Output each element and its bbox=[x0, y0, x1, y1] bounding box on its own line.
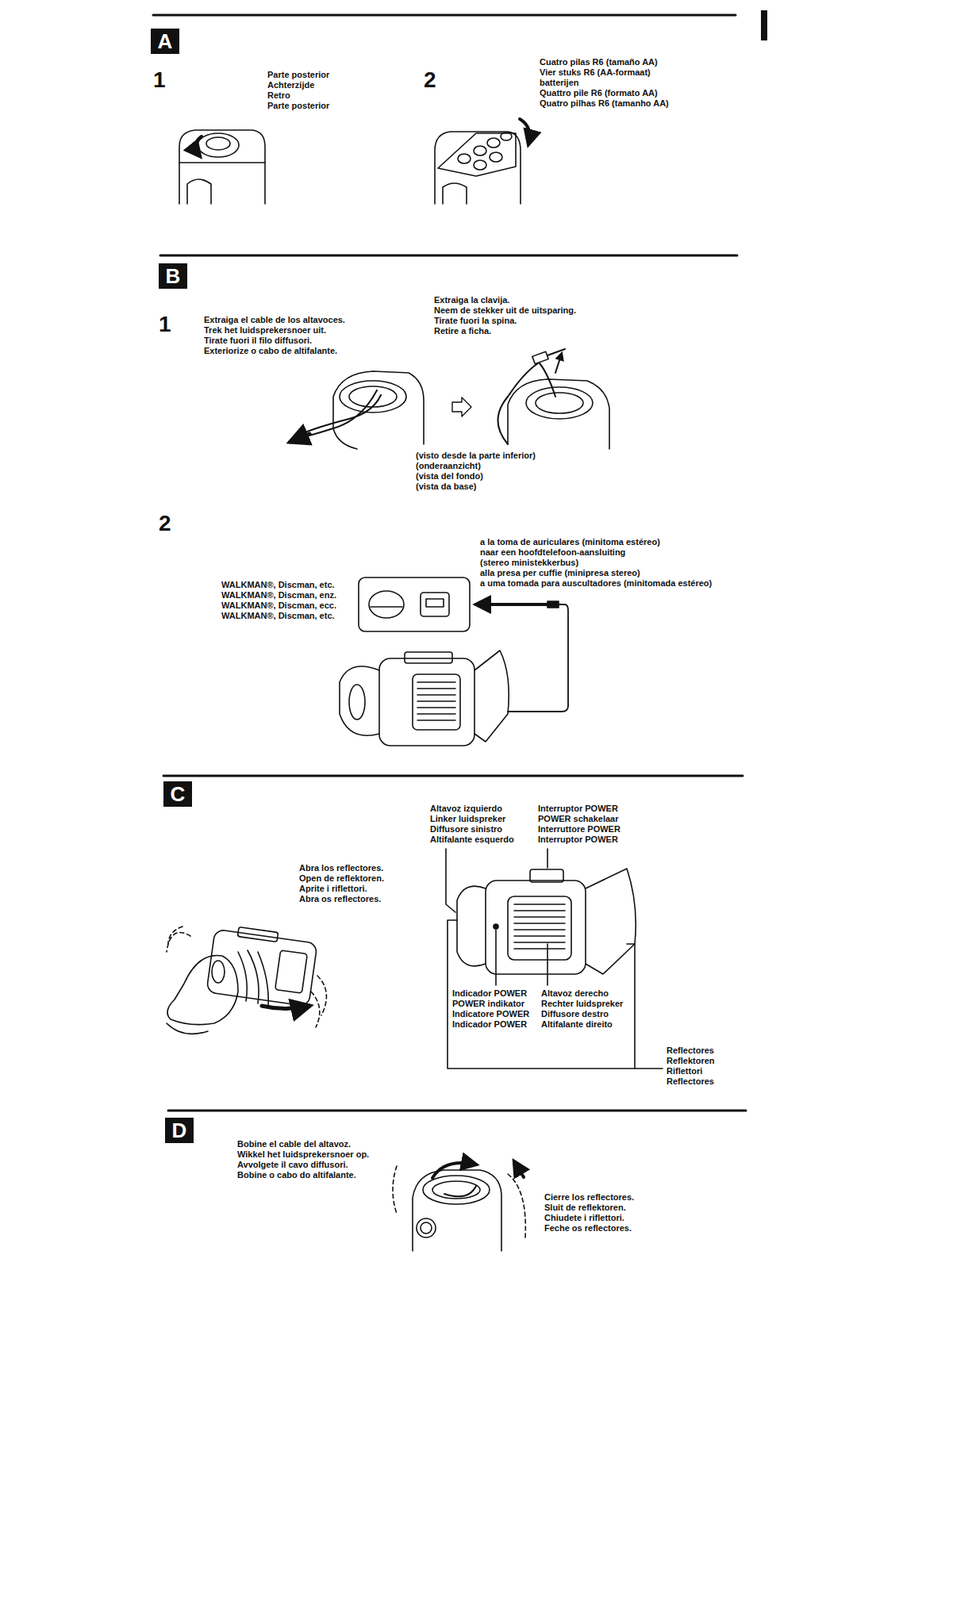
instruction-text: a la toma de auriculares (minitoma estér… bbox=[480, 537, 661, 548]
section-letter-box: D bbox=[165, 1117, 194, 1144]
instruction-text: Linker luidspreker bbox=[430, 814, 506, 825]
instruction-text: POWER schakelaar bbox=[537, 814, 619, 825]
instruction-text: Retire a ficha. bbox=[434, 326, 492, 337]
instruction-text: Diffusore destro bbox=[541, 1009, 609, 1020]
instruction-text: Sluit de reflektoren. bbox=[544, 1202, 627, 1214]
instruction-text: Interruptor POWER bbox=[537, 834, 619, 846]
instruction-text: (vista del fondo) bbox=[415, 471, 484, 482]
instruction-text: Feche os reflectores. bbox=[544, 1223, 632, 1234]
instruction-text: Quattro pile R6 (formato AA) bbox=[539, 88, 658, 99]
section-letter: D bbox=[172, 1117, 188, 1144]
instruction-text: (onderaanzicht) bbox=[415, 461, 481, 472]
instruction-text: Quatro pilhas R6 (tamanho AA) bbox=[539, 98, 669, 109]
instruction-text: Cierre los reflectores. bbox=[544, 1192, 634, 1203]
instruction-text: Avvolgete il cavo diffusori. bbox=[237, 1160, 349, 1171]
instruction-text: Aprite i riflettori. bbox=[299, 883, 368, 895]
instruction-text: Neem de stekker uit de uitsparing. bbox=[434, 305, 577, 316]
instruction-text: Indicador POWER bbox=[452, 1019, 527, 1030]
section-letter-box: A bbox=[150, 28, 180, 54]
instruction-text: Interruttore POWER bbox=[537, 824, 621, 835]
section-letter: B bbox=[165, 263, 181, 289]
instruction-text: (vista da base) bbox=[415, 481, 477, 492]
section-letter: A bbox=[157, 28, 173, 54]
instruction-text: Altifalante direito bbox=[541, 1019, 613, 1030]
instruction-text: Tirate fuori la spina. bbox=[434, 315, 517, 327]
section-letter-box: C bbox=[163, 781, 193, 807]
instruction-text: WALKMAN®, Discman, enz. bbox=[221, 590, 337, 601]
step-number: 2 bbox=[158, 511, 172, 536]
section-letter: C bbox=[170, 781, 186, 807]
instruction-text: Wikkel het luidsprekersnoer op. bbox=[237, 1149, 369, 1161]
instruction-text: Cuatro pilas R6 (tamaño AA) bbox=[539, 57, 658, 68]
instruction-text: WALKMAN®, Discman, ecc. bbox=[221, 600, 337, 611]
step-number: 1 bbox=[158, 312, 172, 337]
instruction-text: Reflectores bbox=[666, 1076, 715, 1088]
instruction-text: Trek het luidsprekersnoer uit. bbox=[203, 325, 327, 336]
instruction-text: WALKMAN®, Discman, etc. bbox=[221, 610, 335, 622]
instruction-text: Extraiga el cable de los altavoces. bbox=[203, 315, 346, 326]
step-number: 1 bbox=[153, 68, 166, 93]
instruction-text: Reflektoren bbox=[666, 1056, 715, 1067]
instruction-text: Open de reflektoren. bbox=[299, 873, 385, 884]
instruction-text: Parte posterior bbox=[267, 69, 330, 81]
instruction-text: Altifalante esquerdo bbox=[430, 834, 515, 846]
instruction-text: (stereo ministekkerbus) bbox=[480, 557, 579, 569]
section-letter-box: B bbox=[158, 263, 188, 289]
instruction-text: Rechter luidspreker bbox=[541, 998, 623, 1010]
instruction-text: Indicatore POWER bbox=[452, 1009, 530, 1020]
instruction-text: Exteriorize o cabo de altifalante. bbox=[203, 345, 338, 357]
instruction-text: Tirate fuori il filo diffusori. bbox=[203, 335, 312, 346]
instruction-text: Parte posterior bbox=[267, 100, 330, 112]
instruction-text: Diffusore sinistro bbox=[430, 824, 503, 835]
instruction-text: Abra los reflectores. bbox=[299, 863, 384, 874]
instruction-text: Altavoz izquierdo bbox=[430, 803, 503, 815]
instruction-text: alla presa per cuffie (minipresa stereo) bbox=[480, 568, 641, 579]
instruction-text: naar een hoofdtelefoon-aansluiting bbox=[480, 547, 626, 558]
instruction-text: Bobine el cable del altavoz. bbox=[237, 1139, 351, 1150]
instruction-text: Vier stuks R6 (AA-formaat) bbox=[539, 67, 651, 78]
instruction-text: Bobine o cabo do altifalante. bbox=[237, 1170, 357, 1181]
instruction-text: Achterzijde bbox=[267, 80, 315, 91]
step-number: 2 bbox=[423, 68, 437, 93]
instruction-text: batterijen bbox=[539, 77, 580, 89]
instruction-text: Abra os reflectores. bbox=[299, 894, 381, 905]
instruction-text: Riflettori bbox=[666, 1066, 703, 1077]
instruction-text: Reflectores bbox=[666, 1045, 715, 1057]
instruction-text: Extraiga la clavija. bbox=[434, 295, 510, 306]
instruction-text: a uma tomada para auscultadores (minitom… bbox=[480, 578, 712, 589]
instruction-text: WALKMAN®, Discman, etc. bbox=[221, 580, 335, 591]
instruction-text: POWER indikator bbox=[452, 998, 525, 1010]
instruction-text: Altavoz derecho bbox=[541, 988, 609, 999]
instruction-text: (visto desde la parte inferior) bbox=[415, 450, 536, 462]
instruction-text: Chiudete i riflettori. bbox=[544, 1213, 625, 1224]
instruction-text: Retro bbox=[267, 90, 291, 101]
instruction-text: Indicador POWER bbox=[452, 988, 527, 999]
instruction-text: Interruptor POWER bbox=[537, 803, 619, 815]
